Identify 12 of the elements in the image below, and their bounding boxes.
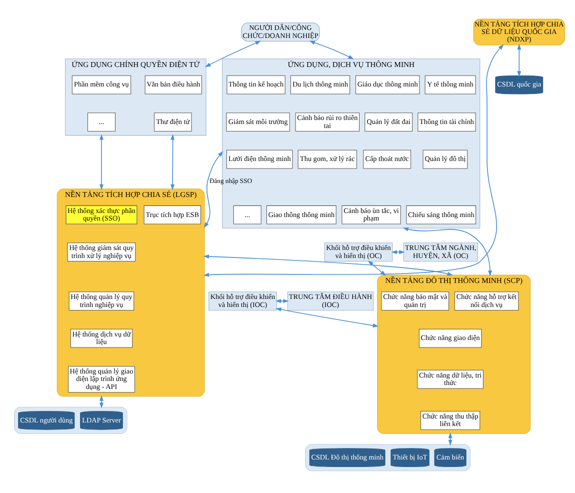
arrow [99,394,104,408]
arrow [309,40,354,59]
cluster [305,444,470,471]
arrow [517,43,522,76]
arrow [204,150,224,228]
arrow [275,298,289,303]
arrow [275,307,379,327]
cluster [14,406,128,434]
arrow [448,432,452,446]
arrow [204,40,262,67]
arrow [170,134,175,190]
arrow [99,134,104,190]
